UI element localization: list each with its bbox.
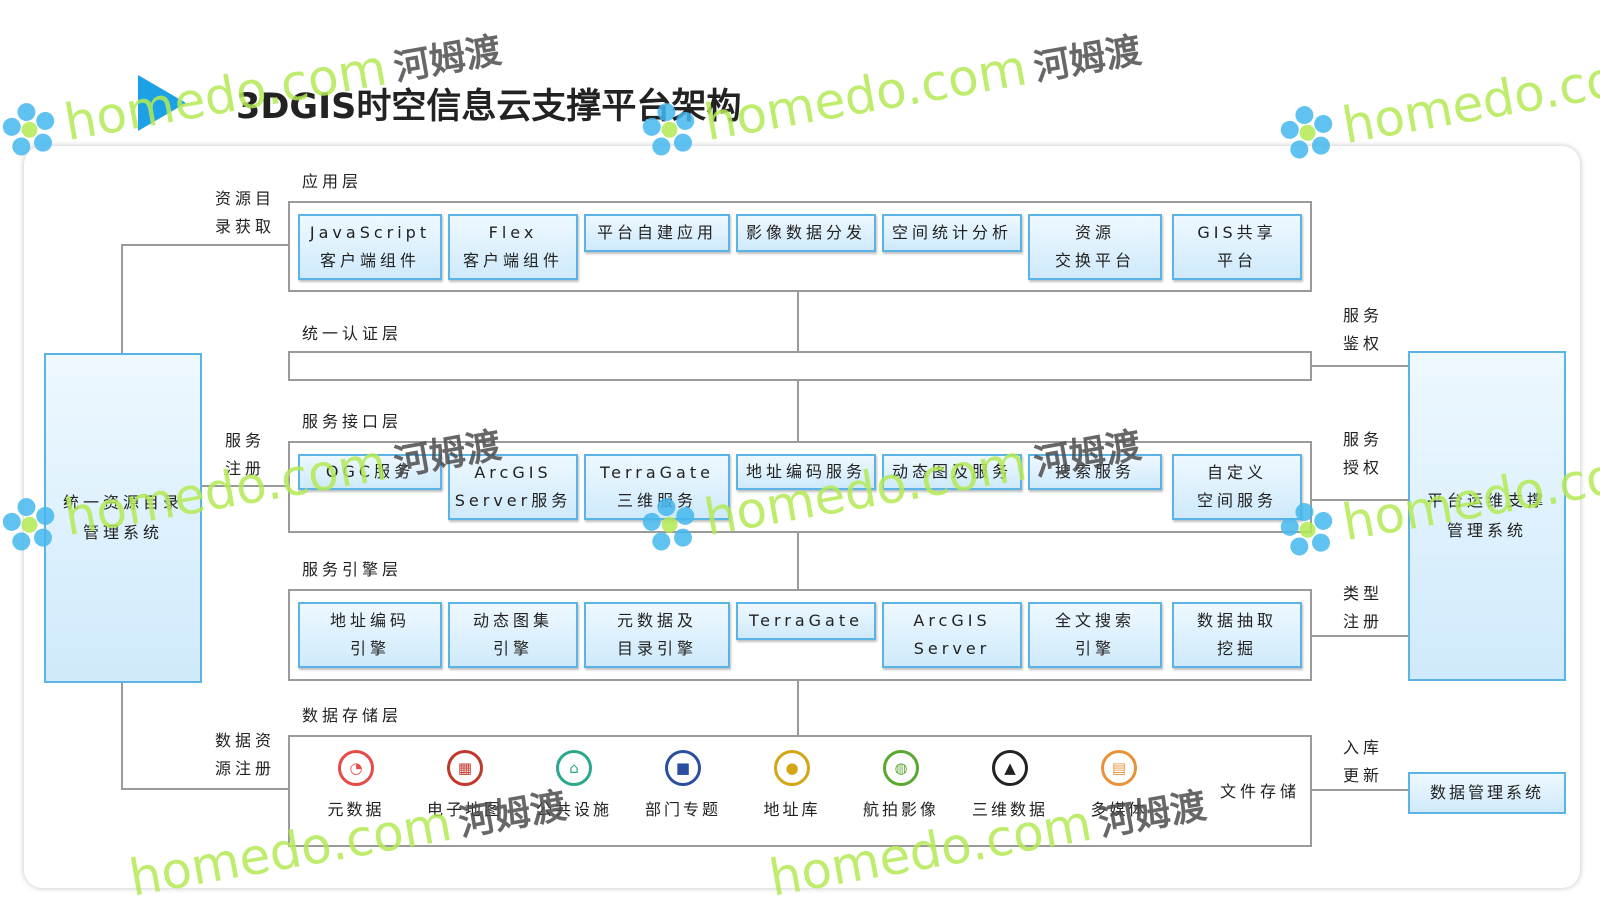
home-icon: ⌂ bbox=[556, 750, 592, 786]
auth-layer bbox=[288, 351, 1312, 381]
label-data-register: 数据资 源注册 bbox=[214, 731, 275, 778]
keyboard-icon: ▤ bbox=[1101, 750, 1137, 786]
svc-node-ogc[interactable]: OGC服务 bbox=[298, 454, 442, 490]
app-node-gis-share[interactable]: GIS共享 平台 bbox=[1172, 214, 1302, 280]
engine-node-terragate[interactable]: TerraGate bbox=[736, 602, 876, 640]
globe-icon: ◍ bbox=[883, 750, 919, 786]
label-type-register: 类型 注册 bbox=[1342, 584, 1383, 631]
storage-item-public-facilities[interactable]: ⌂ 公共设施 bbox=[524, 750, 624, 820]
auth-layer-label: 统一认证层 bbox=[302, 324, 403, 343]
label-service-register: 服务 注册 bbox=[224, 431, 265, 478]
app-node-javascript[interactable]: JavaScript 客户端组件 bbox=[298, 214, 442, 280]
platform-ops-support-system[interactable]: 平台运维支撑 管理系统 bbox=[1408, 351, 1566, 681]
svc-node-geocoding[interactable]: 地址编码服务 bbox=[736, 454, 876, 490]
app-node-spatial-stats[interactable]: 空间统计分析 bbox=[882, 214, 1022, 252]
svc-node-custom-spatial[interactable]: 自定义 空间服务 bbox=[1172, 454, 1302, 520]
engine-node-arcgis-server[interactable]: ArcGIS Server bbox=[882, 602, 1022, 668]
pie-chart-icon: ◔ bbox=[338, 750, 374, 786]
storage-item-address-db[interactable]: ● 地址库 bbox=[742, 750, 842, 820]
label-ingest-update: 入库 更新 bbox=[1342, 738, 1383, 785]
unified-resource-catalog-system[interactable]: 统一资源目录 管理系统 bbox=[44, 353, 202, 683]
engine-node-data-mining[interactable]: 数据抽取 挖掘 bbox=[1172, 602, 1302, 668]
svc-node-arcgis-server[interactable]: ArcGIS Server服务 bbox=[448, 454, 578, 520]
storage-item-department-topics[interactable]: ■ 部门专题 bbox=[633, 750, 733, 820]
location-pin-icon: ● bbox=[774, 750, 810, 786]
storage-item-3d-data[interactable]: ▲ 三维数据 bbox=[960, 750, 1060, 820]
service-engine-layer-label: 服务引擎层 bbox=[302, 560, 403, 579]
title-arrow-icon bbox=[138, 75, 186, 131]
storage-item-metadata[interactable]: ◔ 元数据 bbox=[306, 750, 406, 820]
app-node-self-built[interactable]: 平台自建应用 bbox=[584, 214, 730, 252]
storage-item-multimedia[interactable]: ▤ 多媒体 bbox=[1069, 750, 1169, 820]
label-service-grant: 服务 授权 bbox=[1342, 430, 1383, 477]
storage-layer-label: 数据存储层 bbox=[302, 706, 403, 725]
file-storage-label: 文件存储 bbox=[1220, 782, 1301, 801]
svc-node-dynamic-map[interactable]: 动态图及服务 bbox=[882, 454, 1022, 490]
svc-node-search[interactable]: 搜索服务 bbox=[1028, 454, 1162, 490]
pyramid-icon: ▲ bbox=[992, 750, 1028, 786]
label-resource-catalog: 资源目 录获取 bbox=[214, 189, 275, 236]
map-icon: ▦ bbox=[447, 750, 483, 786]
storage-item-electronic-map[interactable]: ▦ 电子地图 bbox=[415, 750, 515, 820]
service-interface-layer-label: 服务接口层 bbox=[302, 412, 403, 431]
data-management-system[interactable]: 数据管理系统 bbox=[1408, 772, 1566, 814]
storage-item-aerial-imagery[interactable]: ◍ 航拍影像 bbox=[851, 750, 951, 820]
briefcase-icon: ■ bbox=[665, 750, 701, 786]
engine-node-metadata-catalog[interactable]: 元数据及 目录引擎 bbox=[584, 602, 730, 668]
engine-node-fulltext-search[interactable]: 全文搜索 引擎 bbox=[1028, 602, 1162, 668]
app-node-resource-exchange[interactable]: 资源 交换平台 bbox=[1028, 214, 1162, 280]
engine-node-dynamic-atlas[interactable]: 动态图集 引擎 bbox=[448, 602, 578, 668]
label-service-auth: 服务 鉴权 bbox=[1342, 306, 1383, 353]
application-layer-label: 应用层 bbox=[302, 172, 363, 191]
engine-node-geocoding[interactable]: 地址编码 引擎 bbox=[298, 602, 442, 668]
app-node-image-distribution[interactable]: 影像数据分发 bbox=[736, 214, 876, 252]
app-node-flex[interactable]: Flex 客户端组件 bbox=[448, 214, 578, 280]
svc-node-terragate-3d[interactable]: TerraGate 三维服务 bbox=[584, 454, 730, 520]
